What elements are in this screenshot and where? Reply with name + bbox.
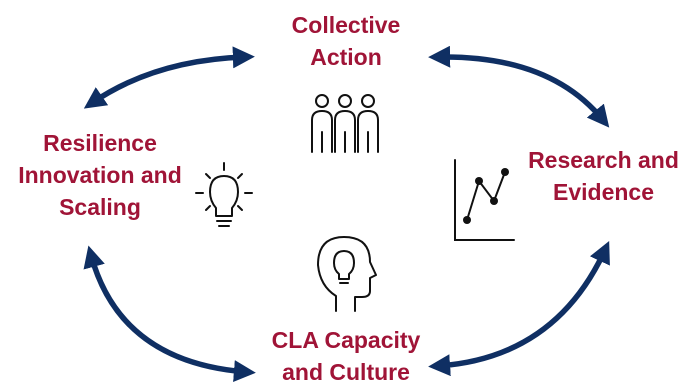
research-evidence-line-2: Evidence: [553, 179, 654, 205]
resilience-line-2: Innovation and: [18, 162, 182, 188]
arrow-research-cla: [428, 241, 610, 377]
arrow-cla-resilience: [83, 245, 256, 383]
resilience-line-3: Scaling: [59, 194, 141, 220]
people-group-icon: [311, 94, 379, 153]
cla-capacity-label: CLA Capacity and Culture: [216, 324, 476, 388]
collective-action-label: Collective Action: [216, 9, 476, 73]
arrow-resilience-collective: [83, 46, 255, 109]
resilience-label: Resilience Innovation and Scaling: [0, 127, 200, 223]
line-chart-icon: [454, 159, 515, 241]
research-evidence-line-1: Research and: [528, 147, 679, 173]
collective-action-line-2: Action: [310, 44, 382, 70]
research-evidence-label: Research and Evidence: [515, 144, 692, 208]
collective-action-line-1: Collective: [291, 12, 401, 38]
resilience-line-1: Resilience: [43, 130, 157, 156]
arrow-collective-research: [428, 45, 610, 128]
cla-capacity-line-2: and Culture: [282, 359, 410, 385]
head-lightbulb-icon: [317, 236, 377, 312]
lightbulb-icon: [195, 162, 253, 227]
cla-capacity-line-1: CLA Capacity: [271, 327, 421, 353]
